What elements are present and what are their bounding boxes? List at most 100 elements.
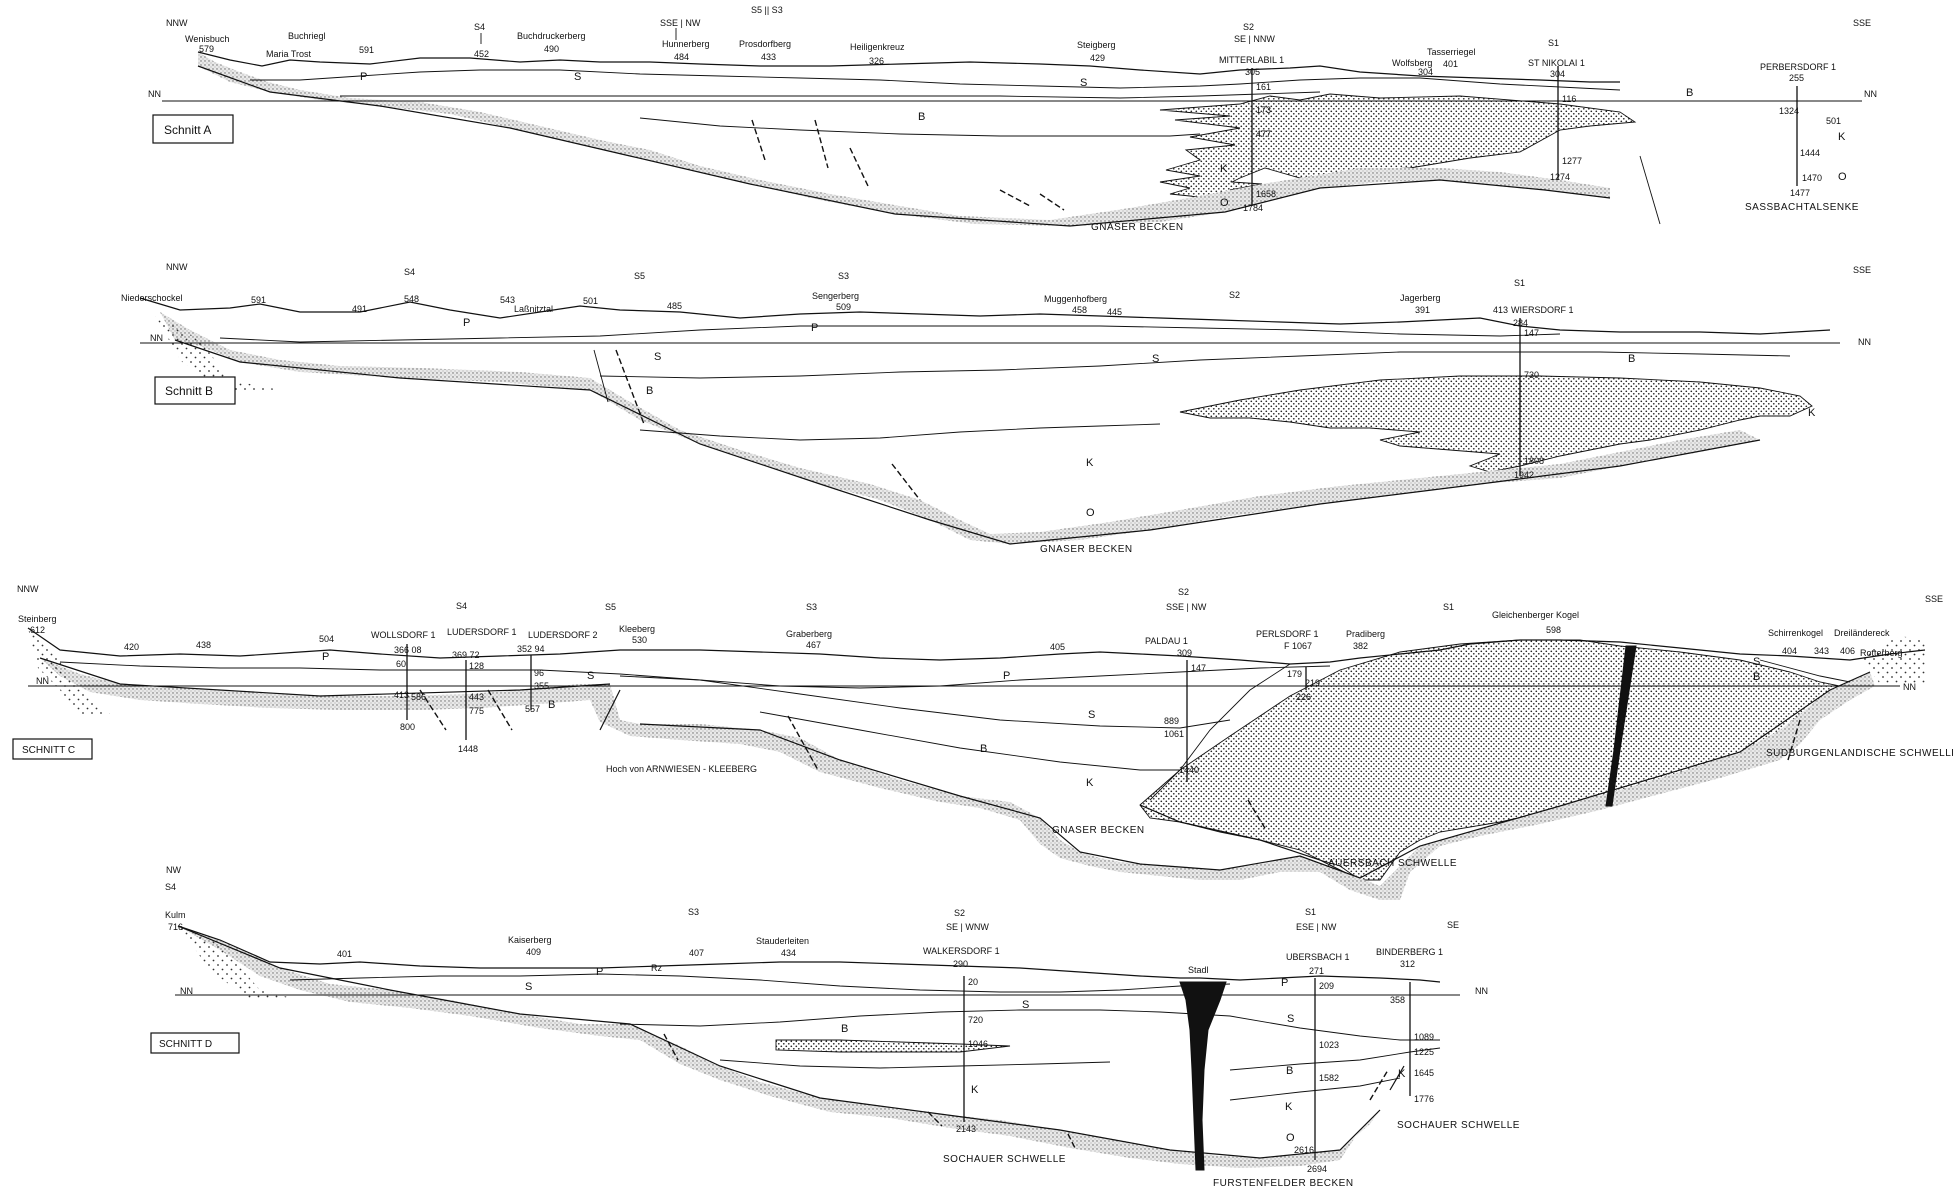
section-b-bk-boundary xyxy=(639,423,1161,441)
place-elevation: 304 xyxy=(1550,69,1565,79)
section-c-dike xyxy=(1605,645,1637,807)
place-name: Sengerberg xyxy=(812,291,859,301)
unit-label: Rz xyxy=(651,963,662,973)
section-c-nn-left: NN xyxy=(36,676,49,686)
section-b-title: Schnitt B xyxy=(165,384,213,398)
basin-label: GNASER BECKEN xyxy=(1052,825,1145,836)
place-elevation: 420 xyxy=(124,642,139,652)
place-name: Niederschockel xyxy=(121,293,183,303)
section-d-dotted-wedge xyxy=(178,926,300,1000)
cross-mark: SE | WNW xyxy=(946,922,989,932)
section-a-mark-s1: S1 xyxy=(1548,38,1559,48)
place-elevation: 255 xyxy=(1789,73,1804,83)
cross-mark: S1 xyxy=(1305,907,1316,917)
section-d-bk-boundary xyxy=(719,1059,1111,1069)
depth-label: 557 xyxy=(525,704,540,714)
unit-label: P xyxy=(463,317,470,329)
unit-label: K xyxy=(971,1084,979,1096)
place-elevation: 598 xyxy=(1546,625,1561,635)
section-a-fault-3 xyxy=(849,147,869,187)
unit-label: O xyxy=(1086,507,1095,519)
unit-label: S xyxy=(525,981,532,993)
section-a-mark-se-nnw: SE | NNW xyxy=(1234,34,1275,44)
depth-label: 1324 xyxy=(1779,106,1799,116)
place-elevation: 391 xyxy=(1415,305,1430,315)
section-b-fault-2 xyxy=(615,349,645,425)
place-elevation: 369 72 xyxy=(452,650,480,660)
section-a-mark-sse-nw: SSE | NW xyxy=(660,18,701,28)
place-elevation: 382 xyxy=(1353,641,1368,651)
unit-label: S xyxy=(1080,77,1087,89)
section-a-sb-boundary xyxy=(340,91,1321,99)
section-c: SCHNITT C NNW SSE NN NN S4 S5 S3 S2 SSE … xyxy=(12,584,1953,900)
place-name: Kaiserberg xyxy=(508,935,552,945)
section-a-fault-6 xyxy=(1639,155,1661,225)
unit-label: S xyxy=(1287,1013,1294,1025)
depth-label: 1776 xyxy=(1414,1094,1434,1104)
place-name: MITTERLABIL 1 xyxy=(1219,55,1284,65)
cross-mark: S3 xyxy=(688,907,699,917)
place-elevation: 352 94 xyxy=(517,644,545,654)
place-elevation: 404 xyxy=(1782,646,1797,656)
section-b-basement-shading xyxy=(160,312,1760,544)
place-name: Kleeberg xyxy=(619,624,655,634)
place-elevation: 467 xyxy=(806,640,821,650)
section-c-nn-right: NN xyxy=(1903,682,1916,692)
unit-label: P xyxy=(322,651,329,663)
section-b-fault-1 xyxy=(593,349,609,403)
unit-label: S xyxy=(1022,999,1029,1011)
depth-label: 2694 xyxy=(1307,1164,1327,1174)
place-elevation: 485 xyxy=(667,301,682,311)
section-c-basement-line-2 xyxy=(639,671,1871,879)
section-b-dotted-wedge xyxy=(155,315,280,392)
unit-label: K xyxy=(1086,457,1094,469)
place-elevation: 484 xyxy=(674,52,689,62)
cross-mark: S1 xyxy=(1443,602,1454,612)
depth-label: 116 xyxy=(1562,94,1576,104)
depth-label: 1277 xyxy=(1562,156,1582,166)
unit-label: S xyxy=(1152,353,1159,365)
unit-label: K xyxy=(1398,1068,1406,1080)
basin-label: SOCHAUER SCHWELLE xyxy=(943,1154,1066,1165)
unit-label: O xyxy=(1286,1132,1295,1144)
depth-label: 284 xyxy=(1513,318,1528,328)
basin-label: AUERSBACH SCHWELLE xyxy=(1328,858,1457,869)
place-elevation: 716 xyxy=(168,922,183,932)
place-name: Heiligenkreuz xyxy=(850,42,905,52)
cross-mark: SSE | NW xyxy=(1166,602,1207,612)
cross-mark: S5 xyxy=(634,271,645,281)
unit-label: B xyxy=(980,743,987,755)
depth-label: 775 xyxy=(469,706,484,716)
unit-label: B xyxy=(1753,671,1760,683)
section-c-fault-3 xyxy=(599,689,621,731)
section-c-ps-boundary xyxy=(59,661,1331,689)
unit-label: S xyxy=(1088,709,1095,721)
section-d-fault-5 xyxy=(1389,1065,1405,1091)
section-c-basement-line-1 xyxy=(39,657,611,697)
unit-label: K xyxy=(1220,163,1228,175)
section-d-basement-line xyxy=(177,925,1381,1159)
cross-mark: S2 xyxy=(954,908,965,918)
depth-label: 209 xyxy=(1319,981,1334,991)
depth-label: 1023 xyxy=(1319,1040,1339,1050)
depth-label: 1061 xyxy=(1164,729,1184,739)
place-elevation: 407 xyxy=(689,948,704,958)
place-elevation: 452 xyxy=(474,49,489,59)
depth-label: 161 xyxy=(1256,82,1271,92)
depth-label: 1582 xyxy=(1319,1073,1339,1083)
section-c-dir-right: SSE xyxy=(1925,594,1943,604)
place-name: Steinberg xyxy=(18,614,57,624)
depth-label: 219 xyxy=(1305,678,1320,688)
place-elevation: 413 xyxy=(1493,305,1508,315)
place-name: Wenisbuch xyxy=(185,34,229,44)
section-d: SCHNITT D NW SE NN NN S4 S3 S2 SE | WNW … xyxy=(150,865,1519,1189)
section-a-fault-5 xyxy=(1039,193,1065,211)
place-elevation: F 1067 xyxy=(1284,641,1312,651)
section-a-volcanic-body xyxy=(1159,93,1637,203)
section-a-nn-left: NN xyxy=(148,89,161,99)
depth-label: 358 xyxy=(1390,995,1405,1005)
unit-label: O xyxy=(1220,197,1229,209)
section-b-fault-3 xyxy=(891,463,921,501)
place-name: WOLLSDORF 1 xyxy=(371,630,436,640)
place-elevation: 504 xyxy=(319,634,334,644)
